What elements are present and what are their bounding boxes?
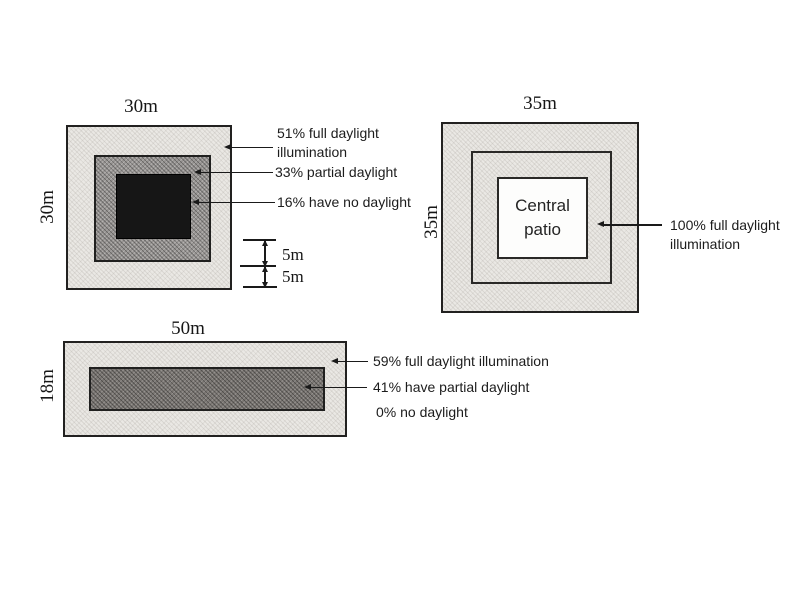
central-patio-label: Central patio: [515, 194, 570, 242]
dim-label-ring-inner-5m: 5m: [282, 267, 304, 286]
leader-line: [337, 360, 368, 362]
leader-line: [230, 146, 273, 148]
leader-arrow-icon: [331, 357, 338, 364]
dim-tick-line: [240, 265, 276, 267]
annotation-line: 100% full daylight: [670, 217, 780, 233]
leader-arrow-icon: [224, 143, 231, 150]
dim-label-35m-width: 35m: [523, 93, 557, 114]
leader-line: [200, 171, 273, 173]
dim-label-50m-width: 50m: [171, 318, 205, 339]
zone-35m-inner-ring: [471, 151, 612, 284]
annotation-59-full-daylight: 59% full daylight illumination: [373, 353, 549, 369]
leader-arrow-icon: [194, 168, 201, 175]
leader-line: [603, 224, 662, 226]
leader-arrow-icon: [597, 221, 604, 227]
annotation-100-full-daylight: 100% full daylight illumination: [670, 216, 780, 254]
patio-line: Central: [515, 196, 570, 215]
dim-tick-line: [243, 286, 277, 288]
leader-line: [198, 201, 275, 203]
zone-30m-no-daylight: [116, 174, 191, 239]
dim-tick-line: [243, 239, 276, 241]
zone-50m-partial-daylight: [89, 367, 325, 411]
dim-label-18m-height: 18m: [37, 369, 58, 403]
leader-arrow-icon: [192, 198, 199, 205]
leader-arrow-icon: [304, 383, 311, 390]
dim-label-30m-width: 30m: [124, 96, 158, 117]
annotation-51-full-daylight: 51% full daylight illumination: [277, 124, 379, 162]
central-patio-box: Central patio: [497, 177, 588, 259]
annotation-0-no-daylight: 0% no daylight: [376, 404, 468, 420]
annotation-16-no-daylight: 16% have no daylight: [277, 194, 411, 210]
annotation-line: 51% full daylight: [277, 125, 379, 141]
dim-label-ring-outer-5m: 5m: [282, 245, 304, 264]
dim-label-30m-height: 30m: [37, 190, 58, 224]
annotation-33-partial-daylight: 33% partial daylight: [275, 164, 398, 180]
leader-line: [310, 386, 367, 388]
double-arrow-vertical-icon: [264, 240, 266, 266]
double-arrow-vertical-icon: [264, 266, 266, 287]
annotation-line: illumination: [277, 144, 348, 160]
annotation-41-partial-daylight: 41% have partial daylight: [373, 379, 530, 395]
annotation-line: illumination: [670, 236, 741, 252]
patio-line: patio: [524, 220, 561, 239]
